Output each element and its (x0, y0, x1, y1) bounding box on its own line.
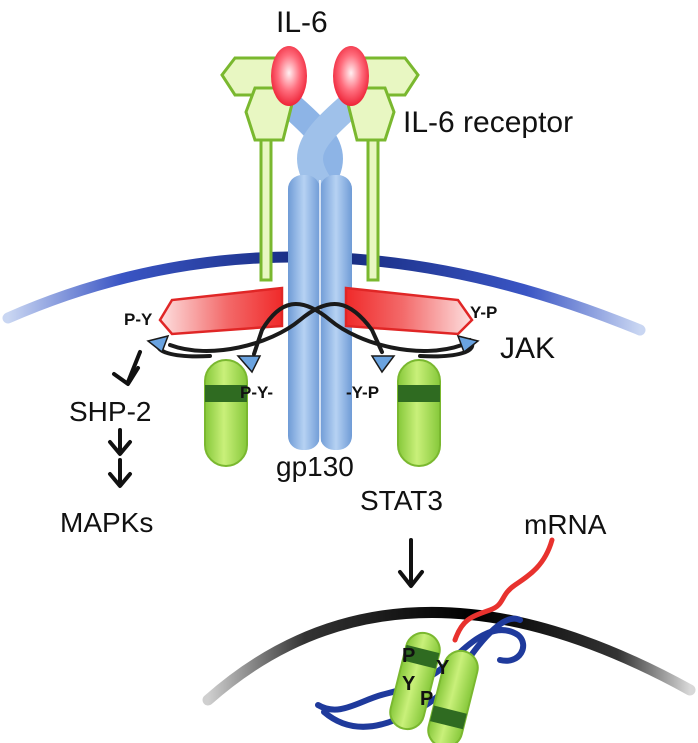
dimer-y-bottom: Y (402, 673, 416, 695)
phospho-site-icon (456, 334, 480, 354)
jak-right (344, 286, 474, 336)
phospho-site-icon (146, 334, 170, 354)
dimer-p-top: P (402, 645, 415, 667)
label-stat3: STAT3 (360, 485, 443, 516)
phospho-site-icon (236, 355, 262, 374)
signaling-arrows (108, 350, 424, 588)
dimer-y-top: Y (436, 657, 450, 679)
il6-ligand-left (271, 46, 307, 106)
label-shp2: SHP-2 (69, 396, 151, 427)
nuclear-membrane (202, 607, 696, 706)
label-mapks: MAPKs (60, 507, 153, 538)
jak-left (158, 286, 284, 336)
mrna-strand (452, 537, 555, 643)
label-mrna: mRNA (524, 509, 607, 540)
label-jak: JAK (500, 332, 555, 365)
stat3-left (204, 359, 248, 467)
stat3-dimer: P Y Y P (389, 631, 479, 743)
il6-ligand-right (333, 46, 369, 106)
dimer-p-bottom: P (420, 688, 433, 710)
tag-right-jak-yp: Y-P (470, 303, 497, 322)
label-gp130: gp130 (276, 451, 354, 482)
tag-left-gp130-py: P-Y- (240, 383, 273, 402)
tag-left-jak-py: P-Y (124, 310, 153, 329)
phospho-site-icon (370, 355, 396, 374)
label-il6-receptor: IL-6 receptor (403, 106, 573, 139)
tag-right-gp130-yp: -Y-P (346, 383, 379, 402)
stat3-right (397, 359, 441, 467)
gp130-dimer (277, 92, 363, 450)
label-il6: IL-6 (276, 6, 328, 39)
